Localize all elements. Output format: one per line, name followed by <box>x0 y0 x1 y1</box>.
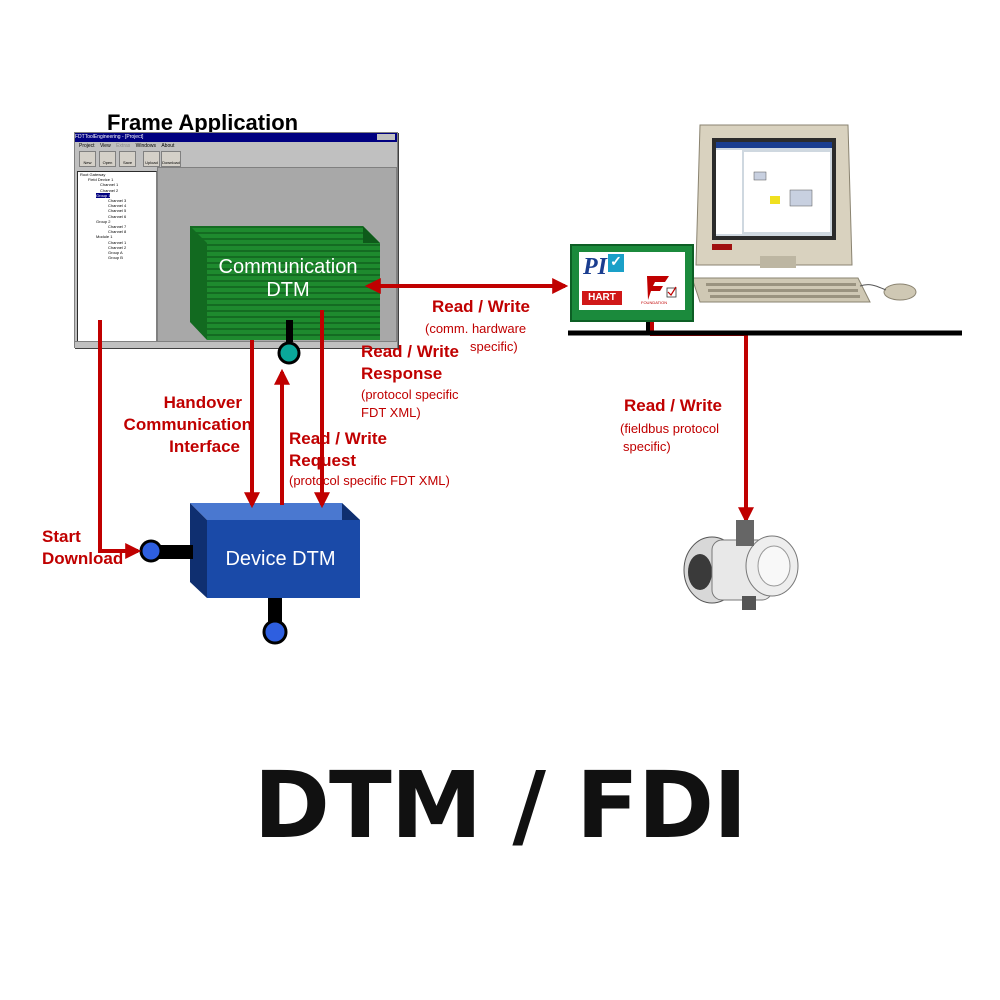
menu-item-view[interactable]: View <box>99 143 111 149</box>
start-download-arrow <box>98 320 142 559</box>
rw-fieldbus-subtitle: (fieldbus protocol specific) <box>620 420 719 456</box>
start-download-label-line2: Download <box>42 549 124 568</box>
pi-logo: PI✓ <box>583 254 624 281</box>
start-download-label-line1: Start <box>42 527 81 546</box>
tree-item[interactable]: Channel 1 <box>108 239 127 245</box>
device-dtm-label: Device DTM <box>225 548 336 570</box>
communication-dtm-label: Communication DTM <box>198 256 378 302</box>
communication-dtm-label-line1: Communication <box>218 256 358 278</box>
toolbar-open-button[interactable]: Open <box>99 151 116 167</box>
handover-label: Handover <box>163 393 242 412</box>
rw-hardware-sub-line2: specific) <box>470 339 518 354</box>
rw-response-title-line2: Response <box>361 364 443 383</box>
tree-item[interactable]: Root Gateway <box>80 172 106 177</box>
rw-fieldbus-sub-line2: specific) <box>623 439 671 454</box>
menu-item-extras[interactable]: Extras <box>116 143 131 149</box>
page-title: DTM / FDI <box>253 752 748 859</box>
window-controls-icon[interactable] <box>377 134 395 140</box>
frame-application-title: Frame Application <box>107 110 299 135</box>
device-dtm-left-port-icon <box>139 539 193 563</box>
logo-panel: PI✓ HART FOUNDATION <box>579 252 685 310</box>
foundation-logo-icon <box>647 276 677 300</box>
foundation-text: FOUNDATION <box>641 300 668 305</box>
toolbar-download-button[interactable]: Download <box>161 151 181 167</box>
rw-hardware-sub-line1: (comm. hardware <box>425 321 527 336</box>
toolbar-new-button[interactable]: New <box>79 151 96 167</box>
toolbar-upload-button[interactable]: Upload <box>143 151 160 167</box>
pc-monitor-icon <box>691 124 917 303</box>
menu-item-project[interactable]: Project <box>79 143 95 149</box>
rw-hardware-label: Read / Write <box>432 297 530 316</box>
rw-fieldbus-sub-line1: (fieldbus protocol <box>620 421 719 436</box>
rw-response-subtitle: (protocol specific FDT XML) <box>361 386 459 422</box>
tree-item[interactable]: Group 2 <box>96 218 111 224</box>
rw-request-title-line2: Request <box>289 451 357 470</box>
rw-response-sub-line1: (protocol specific <box>361 387 459 402</box>
tree-item[interactable]: Group B <box>108 255 123 261</box>
device-dtm-bottom-port-icon <box>262 598 288 645</box>
start-download-label: Start Download <box>42 526 123 570</box>
handover-label-line2: Communication <box>123 415 252 434</box>
communication-dtm-label-line2: DTM <box>266 279 310 301</box>
tree-item[interactable]: Channel 2 <box>108 244 127 250</box>
tree-item[interactable]: Channel 3 <box>108 198 127 204</box>
tree-item[interactable]: Channel 7 <box>108 224 127 230</box>
tree-item-selected[interactable]: Group 1 <box>96 192 111 198</box>
rw-request-label: Read / Write Request <box>289 428 387 472</box>
comm-dtm-port-icon <box>277 320 301 365</box>
tree-item[interactable]: Group A <box>108 250 123 256</box>
tree-item[interactable]: Channel 5 <box>108 208 127 214</box>
tree-item[interactable]: Channel 1 <box>100 182 119 188</box>
rw-request-subtitle: (protocol specific FDT XML) <box>289 473 450 488</box>
tree-item[interactable]: Channel 8 <box>108 229 127 235</box>
window-title-text: FDTToolEngineering - [Project] <box>75 134 144 140</box>
tree-item[interactable]: Module 1 <box>96 234 113 240</box>
communication-dtm-block <box>190 226 380 340</box>
menu-item-windows[interactable]: Windows <box>135 143 156 149</box>
window-menubar: Project View Extras Windows About <box>75 142 397 150</box>
interface-card: PI✓ HART FOUNDATION <box>570 244 694 322</box>
tree-item[interactable]: Channel 6 <box>108 213 127 219</box>
rw-fieldbus-label: Read / Write <box>624 396 722 415</box>
hart-logo: HART <box>582 291 622 305</box>
rw-response-label: Read / Write Response <box>361 341 459 385</box>
toolbar-save-button[interactable]: Save <box>119 151 136 167</box>
project-tree: Root Gateway Field Device 1 Channel 1 Ch… <box>77 171 157 343</box>
window-titlebar: FDTToolEngineering - [Project] <box>75 133 397 142</box>
tree-item[interactable]: Field Device 1 <box>88 177 114 183</box>
handover-label-line3: Interface <box>169 437 240 456</box>
checkmark-icon: ✓ <box>608 254 624 272</box>
menu-item-about[interactable]: About <box>161 143 175 149</box>
field-device-icon <box>683 520 799 610</box>
window-statusbar <box>75 341 397 348</box>
tree-item[interactable]: Channel 2 <box>100 187 119 193</box>
tree-item[interactable]: Channel 4 <box>108 203 127 209</box>
rw-response-title-line1: Read / Write <box>361 342 459 361</box>
rw-request-title-line1: Read / Write <box>289 429 387 448</box>
rw-hardware-subtitle: (comm. hardware specific) <box>425 320 526 356</box>
rw-response-sub-line2: FDT XML) <box>361 405 421 420</box>
window-toolbar: New Open Save Upload Download <box>75 150 397 167</box>
